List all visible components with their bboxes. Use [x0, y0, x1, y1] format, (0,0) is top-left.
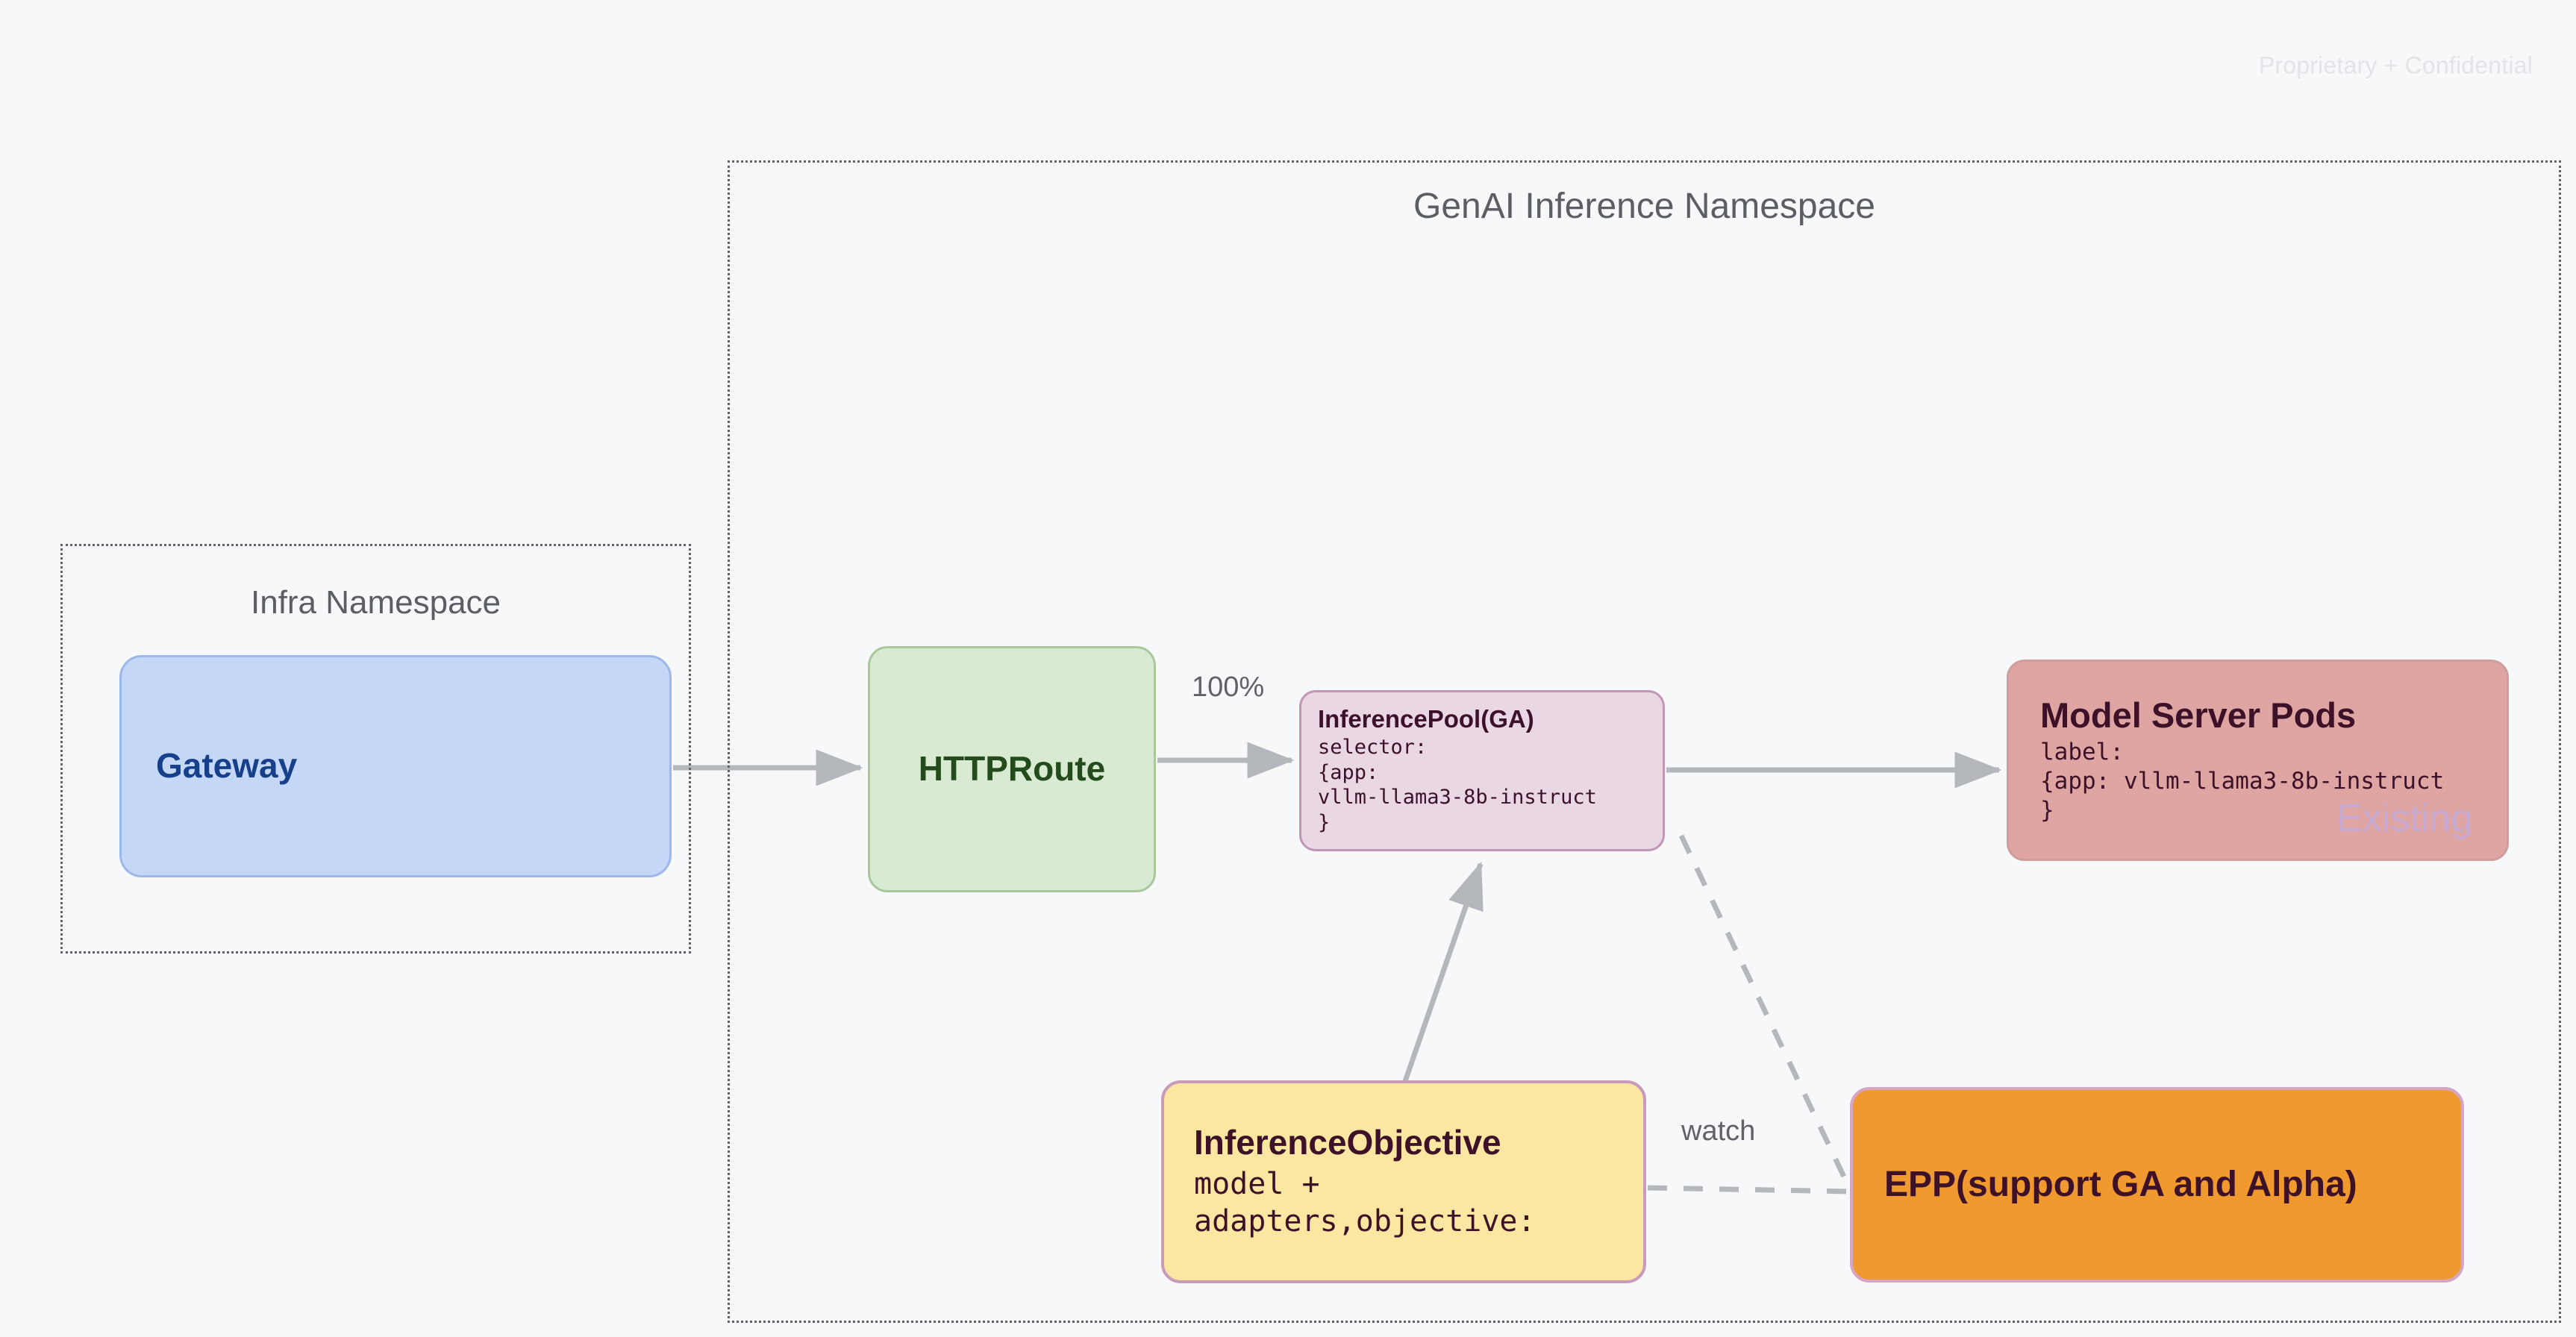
inferencepool-title: InferencePool(GA) [1318, 705, 1534, 733]
node-inferencepool[interactable]: InferencePool(GA) selector: {app: vllm-l… [1299, 690, 1665, 851]
node-inferenceobjective[interactable]: InferenceObjective model + adapters,obje… [1161, 1080, 1646, 1283]
gateway-title: Gateway [156, 746, 298, 786]
node-gateway[interactable]: Gateway [119, 655, 672, 877]
inferenceobjective-title: InferenceObjective [1194, 1123, 1501, 1162]
inferenceobjective-body: model + adapters,objective: [1194, 1166, 1536, 1239]
confidential-notice: Proprietary + Confidential [2258, 51, 2533, 79]
namespace-infra-title: Infra Namespace [250, 584, 501, 621]
edge-label-traffic-weight: 100% [1192, 671, 1265, 703]
inferencepool-body: selector: {app: vllm-llama3-8b-instruct … [1318, 735, 1597, 835]
node-httproute[interactable]: HTTPRoute [868, 646, 1156, 892]
namespace-infra: Infra Namespace [60, 544, 691, 954]
model-server-pods-body: label: {app: vllm-llama3-8b-instruct } [2040, 739, 2445, 824]
model-server-pods-title: Model Server Pods [2040, 695, 2357, 735]
edge-label-watch: watch [1681, 1115, 1756, 1147]
node-epp[interactable]: EPP(support GA and Alpha) [1850, 1087, 2464, 1283]
epp-title: EPP(support GA and Alpha) [1884, 1165, 2357, 1205]
httproute-title: HTTPRoute [918, 749, 1106, 789]
namespace-genai: GenAI Inference Namespace [728, 160, 2561, 1323]
namespace-genai-title: GenAI Inference Namespace [1413, 187, 1875, 226]
node-model-server-pods[interactable]: Model Server Pods label: {app: vllm-llam… [2007, 660, 2509, 861]
